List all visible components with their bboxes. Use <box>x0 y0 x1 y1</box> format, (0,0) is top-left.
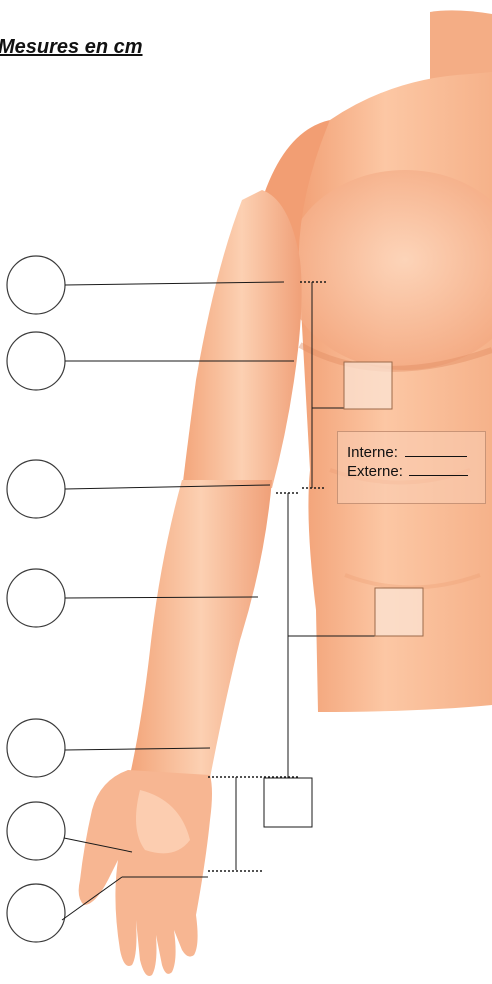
forearm-length-box[interactable] <box>375 588 423 636</box>
measure-circle-4[interactable] <box>7 569 65 627</box>
page-title: Mesures en cm <box>0 36 143 59</box>
external-blank[interactable] <box>409 462 468 476</box>
measure-circle-1[interactable] <box>7 256 65 314</box>
external-label: Externe: <box>347 463 403 480</box>
internal-label: Interne: <box>347 444 398 461</box>
measure-circle-3[interactable] <box>7 460 65 518</box>
upper-arm <box>182 190 302 490</box>
measure-circle-7[interactable] <box>7 884 65 942</box>
hand-length-box[interactable] <box>264 778 312 827</box>
internal-external-box[interactable]: Interne: Externe: <box>337 431 486 504</box>
forearm <box>130 480 272 778</box>
upper-arm-length-box[interactable] <box>344 362 392 409</box>
external-row: Externe: <box>347 462 485 481</box>
measure-circle-5[interactable] <box>7 719 65 777</box>
measure-circle-6[interactable] <box>7 802 65 860</box>
measure-circle-2[interactable] <box>7 332 65 390</box>
internal-row: Interne: <box>347 443 485 462</box>
internal-blank[interactable] <box>405 443 467 457</box>
